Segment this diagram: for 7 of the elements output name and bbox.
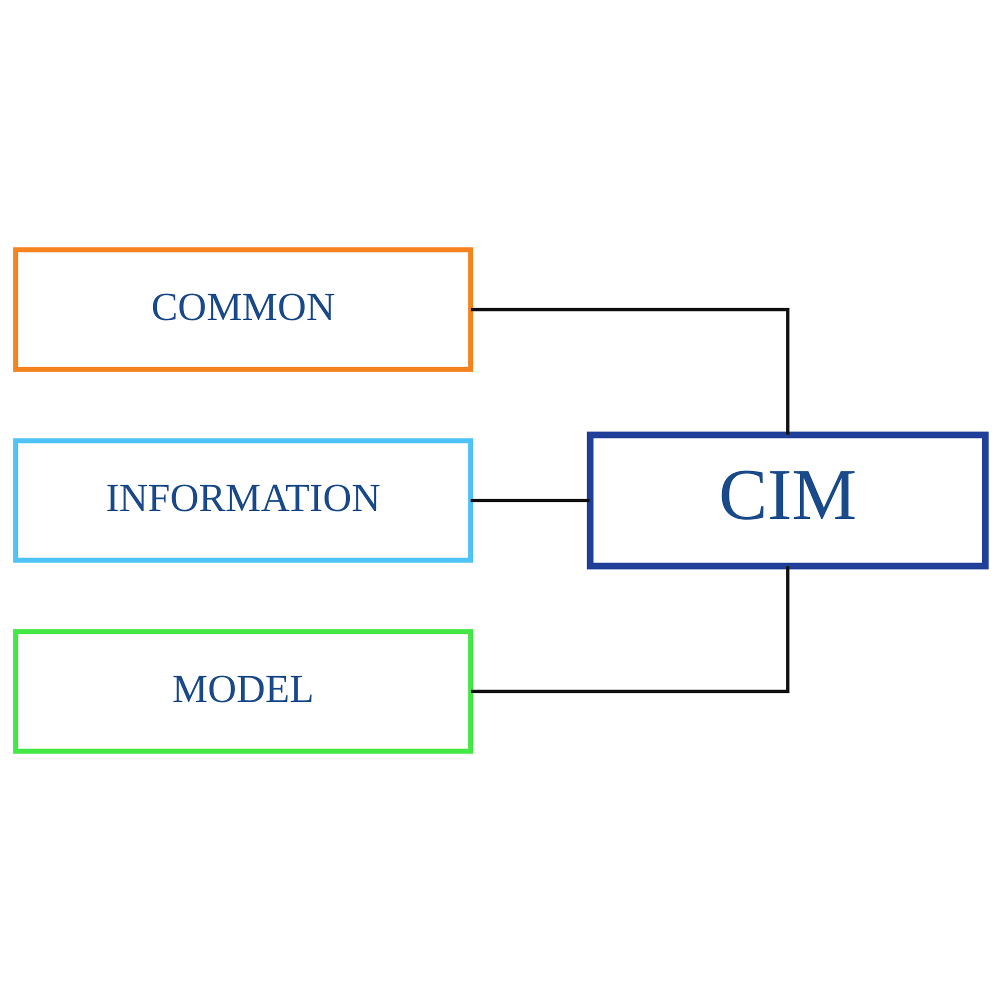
connector [470, 566, 789, 693]
connector [470, 307, 789, 434]
node-box: MODEL [12, 628, 473, 754]
connector [470, 498, 590, 502]
node-box: COMMON [12, 246, 473, 372]
node-box: INFORMATION [12, 438, 473, 562]
node-box: CIM [586, 431, 988, 569]
